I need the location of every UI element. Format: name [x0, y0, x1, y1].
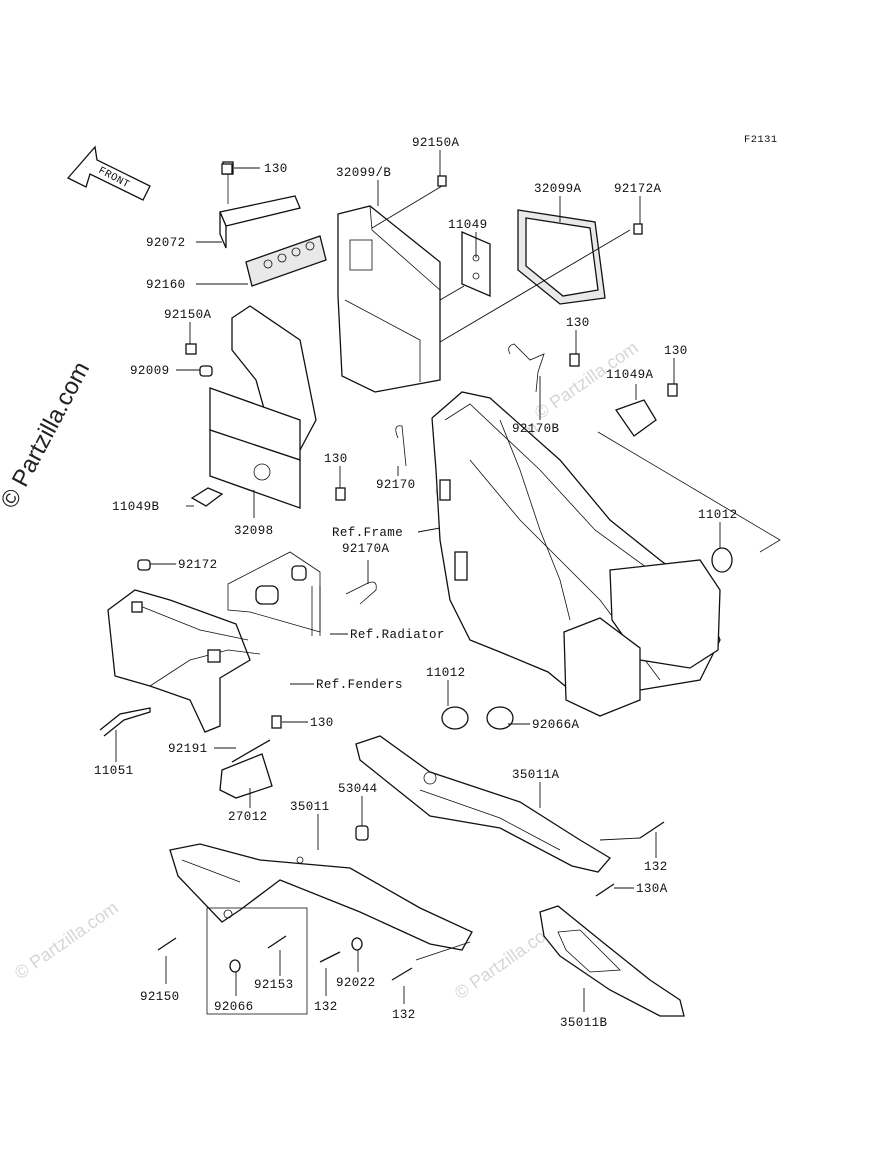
- watermark-main: © Partzilla.com: [0, 357, 95, 512]
- bracket-92072: [219, 161, 301, 249]
- rear-fender-tray: [107, 589, 261, 733]
- bracket-92160: [245, 235, 327, 287]
- radiator-ref: [227, 551, 321, 633]
- bolt-130: [569, 353, 580, 367]
- label-130: 130: [310, 716, 334, 730]
- arm-35011B: [539, 905, 685, 1017]
- label-ref-fenders: Ref.Fenders: [316, 678, 403, 692]
- pin-92191: [231, 739, 271, 763]
- label-32099A: 32099A: [534, 182, 582, 196]
- label-92150: 92150: [140, 990, 180, 1004]
- battery-cover-32099B: [337, 205, 441, 393]
- label-11049: 11049: [448, 218, 488, 232]
- bolt-92172: [137, 559, 151, 571]
- figure-id: F2131: [744, 134, 778, 146]
- bolt-130: [335, 487, 346, 501]
- label-11012: 11012: [426, 666, 466, 680]
- arm-35011: [169, 843, 473, 951]
- label-32099B: 32099/B: [336, 166, 391, 180]
- bolt-130: [271, 715, 282, 729]
- hook-92170: [395, 425, 407, 467]
- grommet-11012: [711, 547, 733, 573]
- group-box: [206, 907, 308, 1015]
- label-92153: 92153: [254, 978, 294, 992]
- label-132: 132: [392, 1008, 416, 1022]
- bolt-130: [221, 163, 233, 175]
- label-130: 130: [264, 162, 288, 176]
- label-32098: 32098: [234, 524, 274, 538]
- bolt-130A: [595, 883, 615, 897]
- label-11051: 11051: [94, 764, 134, 778]
- label-132: 132: [314, 1000, 338, 1014]
- label-92191: 92191: [168, 742, 208, 756]
- battery-holder-bracket: [209, 305, 317, 509]
- side-cover-32099A: [517, 209, 606, 305]
- leader-11012-group: [597, 431, 781, 553]
- arm-35011A: [355, 735, 611, 873]
- label-ref-frame: Ref.Frame: [332, 526, 403, 540]
- watermark-faint: © Partzilla.com: [11, 897, 122, 983]
- bolt-132: [391, 967, 413, 981]
- label-92150A: 92150A: [412, 136, 460, 150]
- label-35011: 35011: [290, 800, 330, 814]
- label-92022: 92022: [336, 976, 376, 990]
- frame: [431, 391, 721, 717]
- label-130A: 130A: [636, 882, 668, 896]
- label-130: 130: [664, 344, 688, 358]
- label-92066A: 92066A: [532, 718, 580, 732]
- label-92150A: 92150A: [164, 308, 212, 322]
- label-130: 130: [324, 452, 348, 466]
- bracket-11049: [461, 231, 491, 297]
- leader-lines: [115, 150, 721, 1012]
- hook-92170A: [345, 581, 377, 605]
- label-35011A: 35011A: [512, 768, 560, 782]
- label-92170A: 92170A: [342, 542, 390, 556]
- bracket-11051: [99, 707, 151, 737]
- label-130: 130: [566, 316, 590, 330]
- bolt-icons: [137, 163, 678, 981]
- label-ref-radiator: Ref.Radiator: [350, 628, 445, 642]
- bolt-92150: [157, 937, 177, 951]
- washer-92022: [351, 937, 363, 951]
- label-132: 132: [644, 860, 668, 874]
- label-92172A: 92172A: [614, 182, 662, 196]
- label-11012: 11012: [698, 508, 738, 522]
- bolt-132: [639, 821, 665, 839]
- part-labels: 92150A 130 32099/B 32099A 92172A 11049 9…: [94, 136, 738, 1030]
- label-92066: 92066: [214, 1000, 254, 1014]
- label-92170: 92170: [376, 478, 416, 492]
- label-53044: 53044: [338, 782, 378, 796]
- label-92009: 92009: [130, 364, 170, 378]
- cap-92066A: [486, 706, 514, 730]
- hook-92170B: [508, 343, 545, 393]
- bolt-92150A: [437, 175, 447, 187]
- bolt-130: [667, 383, 678, 397]
- bolt-92172A: [633, 223, 643, 235]
- label-35011B: 35011B: [560, 1016, 608, 1030]
- label-92172: 92172: [178, 558, 218, 572]
- label-92160: 92160: [146, 278, 186, 292]
- bolt-92150A: [185, 343, 197, 355]
- front-arrow-icon: FRONT: [66, 145, 151, 201]
- label-11049A: 11049A: [606, 368, 654, 382]
- bracket-27012: [219, 753, 273, 799]
- bracket-11049B: [190, 487, 224, 507]
- bracket-11049A: [614, 399, 657, 437]
- label-11049B: 11049B: [112, 500, 160, 514]
- label-27012: 27012: [228, 810, 268, 824]
- spring-53044: [355, 825, 369, 841]
- label-92072: 92072: [146, 236, 186, 250]
- cap-92066: [229, 959, 241, 973]
- bolt-92009: [199, 365, 213, 377]
- bolt-132: [319, 951, 341, 963]
- bolt-92153: [267, 935, 287, 949]
- label-92170B: 92170B: [512, 422, 560, 436]
- grommet-11012: [441, 706, 469, 730]
